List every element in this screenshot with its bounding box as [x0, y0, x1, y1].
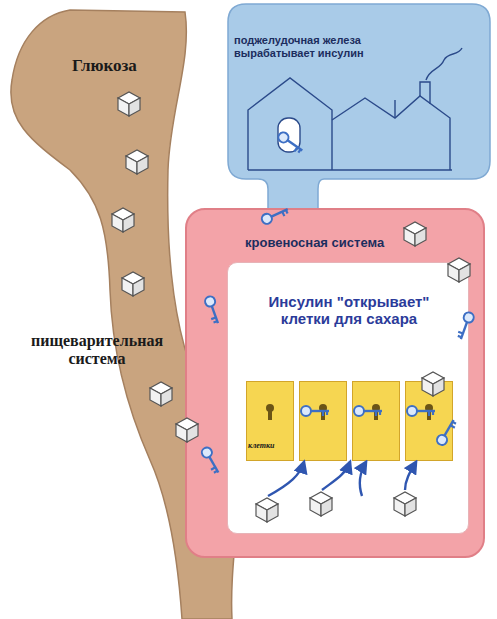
keyhole [374, 410, 378, 420]
cells-region-label: Инсулин "открывает" клетки для сахара [258, 293, 440, 328]
cells-region: Инсулин "открывает" клетки для сахара кле… [227, 262, 469, 534]
keyhole [321, 410, 325, 420]
keyhole [427, 410, 431, 420]
pancreas-label: поджелудочная железа вырабатывает инсули… [234, 34, 434, 60]
cells-group-label: клетки [248, 441, 294, 450]
digestive-tube-label: пищеварительная система [2, 332, 192, 369]
factory-drawing [248, 48, 462, 170]
cell-rect [299, 381, 347, 461]
pancreas: поджелудочная железа вырабатывает инсули… [228, 4, 490, 219]
digestive-tube-label: Глюкоза [72, 56, 182, 76]
cell-rect [352, 381, 400, 461]
cell-rect [405, 381, 453, 461]
blood-system-label: кровеносная система [245, 236, 445, 251]
cells-group: клетки [246, 381, 460, 463]
keyhole [268, 410, 272, 420]
blood-system: кровеносная системаИнсулин "открывает" к… [185, 208, 485, 558]
